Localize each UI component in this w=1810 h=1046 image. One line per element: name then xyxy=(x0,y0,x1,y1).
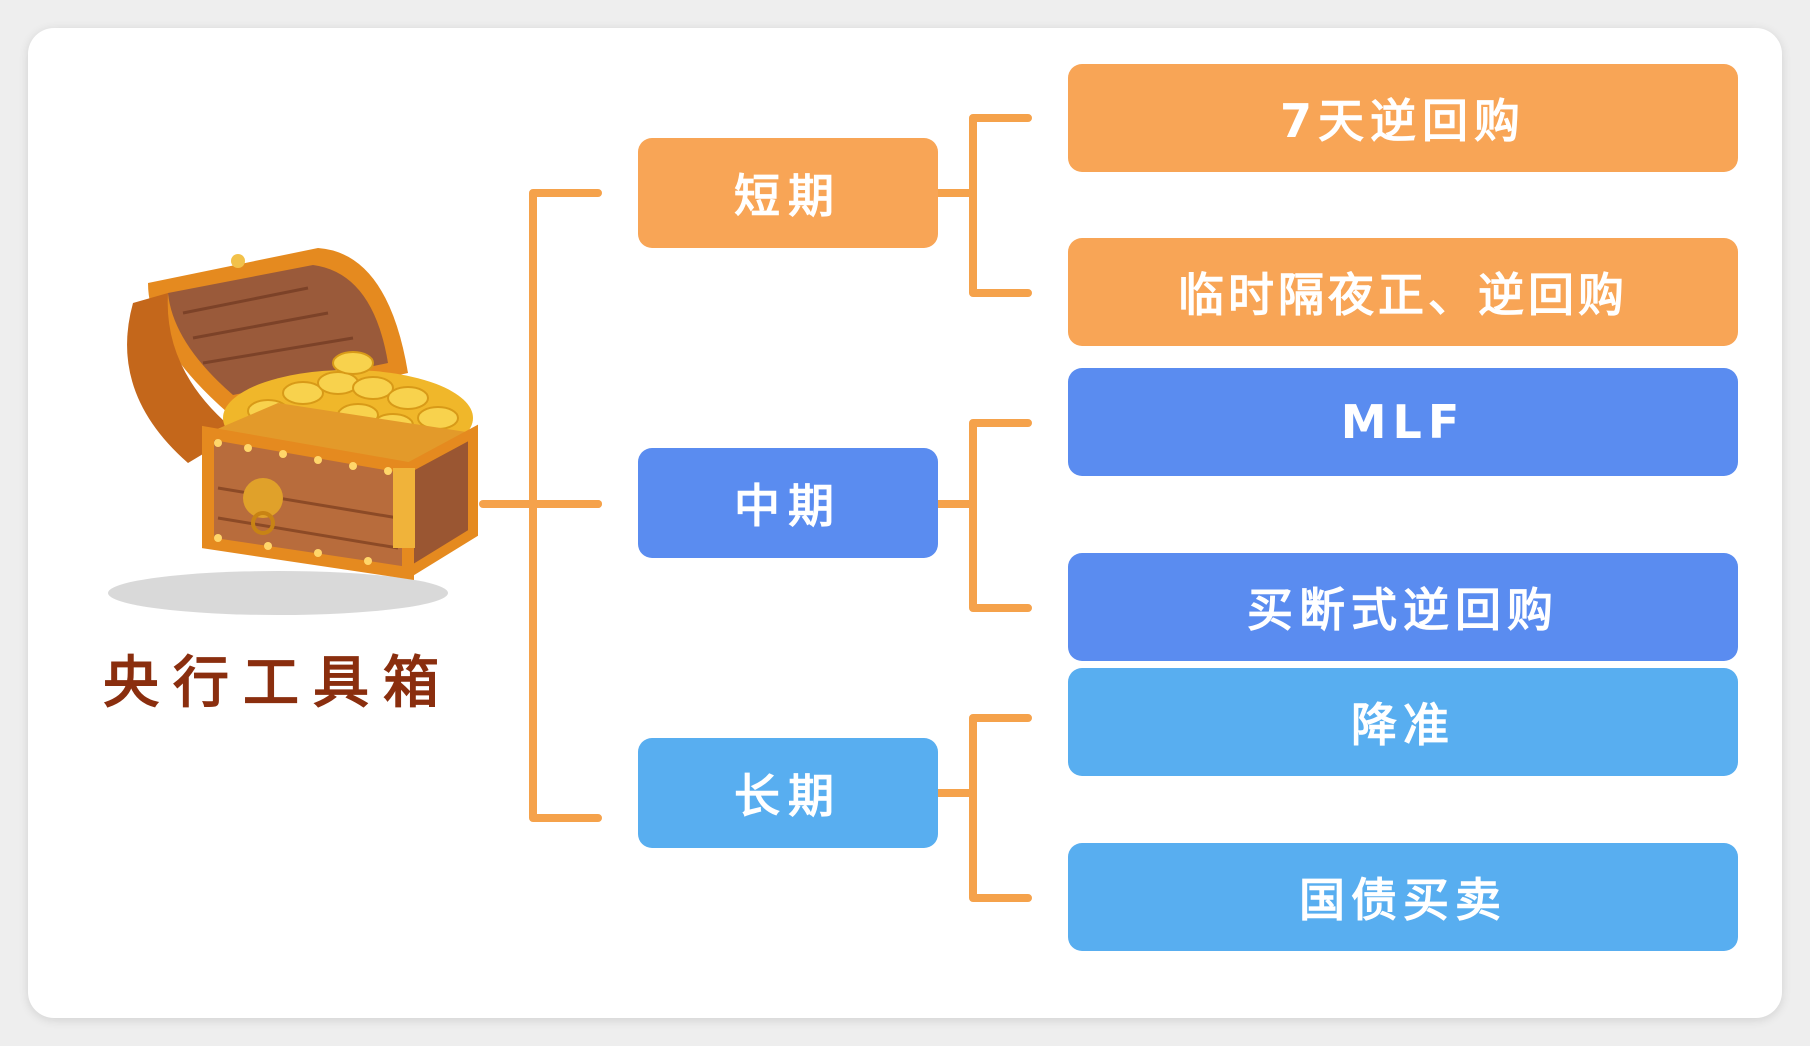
branch-node-long: 长期 xyxy=(638,738,938,848)
diagram-card: 央行工具箱 短期 中期 长期 7天逆回购 临时隔夜正、逆回购 MLF 买断式逆回… xyxy=(28,28,1782,1018)
medium-bracket xyxy=(969,419,1032,612)
branch-node-medium: 中期 xyxy=(638,448,938,558)
treasure-chest-icon xyxy=(108,248,478,615)
leaf-node-overnight-repo: 临时隔夜正、逆回购 xyxy=(1068,238,1738,346)
branch-node-short: 短期 xyxy=(638,138,938,248)
leaf-node-rrr-cut: 降准 xyxy=(1068,668,1738,776)
long-bracket xyxy=(969,714,1032,902)
leaf-node-7-day-reverse-repo: 7天逆回购 xyxy=(1068,64,1738,172)
root-label: 央行工具箱 xyxy=(103,651,453,716)
leaf-node-treasury-trading: 国债买卖 xyxy=(1068,843,1738,951)
short-bracket xyxy=(969,114,1032,297)
leaf-node-mlf: MLF xyxy=(1068,368,1738,476)
leaf-node-outright-reverse-repo: 买断式逆回购 xyxy=(1068,553,1738,661)
